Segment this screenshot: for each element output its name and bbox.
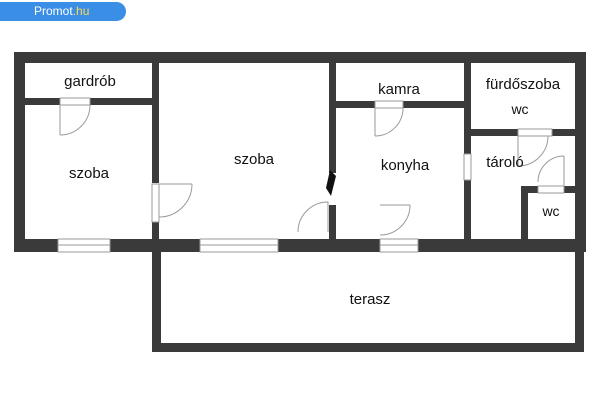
wall-v2 [329,63,336,173]
room-label-kamra: kamra [378,81,420,98]
room-label-wc-top: wc [510,101,528,117]
door-swing-szoba [158,183,193,218]
door-swing-mid [297,201,329,233]
door-gap-furdo [517,128,553,137]
door-swing-konyha [379,204,411,236]
wall-v1 [152,63,159,183]
terrace-wall-right [575,250,584,352]
door-swing-furdo [517,135,549,167]
room-label-wc-small: wc [541,203,559,219]
watermark-brand: Promot [34,4,73,18]
terrace-wall-left [152,250,161,352]
watermark-suffix: .hu [72,4,90,18]
wall-v2b [329,205,336,240]
room-label-szoba-mid: szoba [234,151,275,168]
pillar-mark [326,170,336,196]
watermark-badge: Promot.hu [0,2,126,21]
door-swings [59,104,565,236]
wall-v1b [152,222,159,242]
wall-bottom [14,239,586,252]
wall-right [575,52,586,252]
room-label-tarolo: tároló [486,154,524,171]
door-gap-szoba [151,183,160,223]
room-label-terasz: terasz [350,291,391,308]
walls [14,52,586,352]
openings [57,97,565,253]
door-swing-wc [537,155,565,186]
room-label-konyha: konyha [381,157,430,174]
wall-left [14,52,25,252]
door-gap-tarolo [463,153,472,181]
wall-top [14,52,586,63]
terrace-wall-bottom [152,343,584,352]
wall-v3 [464,63,471,243]
door-swing-gardrob [59,104,91,136]
room-label-furdoszoba: fürdőszoba [486,76,561,93]
room-label-szoba-left: szoba [69,165,110,182]
wall-v4 [521,186,528,242]
room-label-gardrob: gardrób [64,73,116,90]
door-gap-kamra [374,100,404,109]
door-gap-gardrob [59,97,91,106]
door-gap-wc [537,185,565,194]
door-swing-kamra [374,107,404,137]
